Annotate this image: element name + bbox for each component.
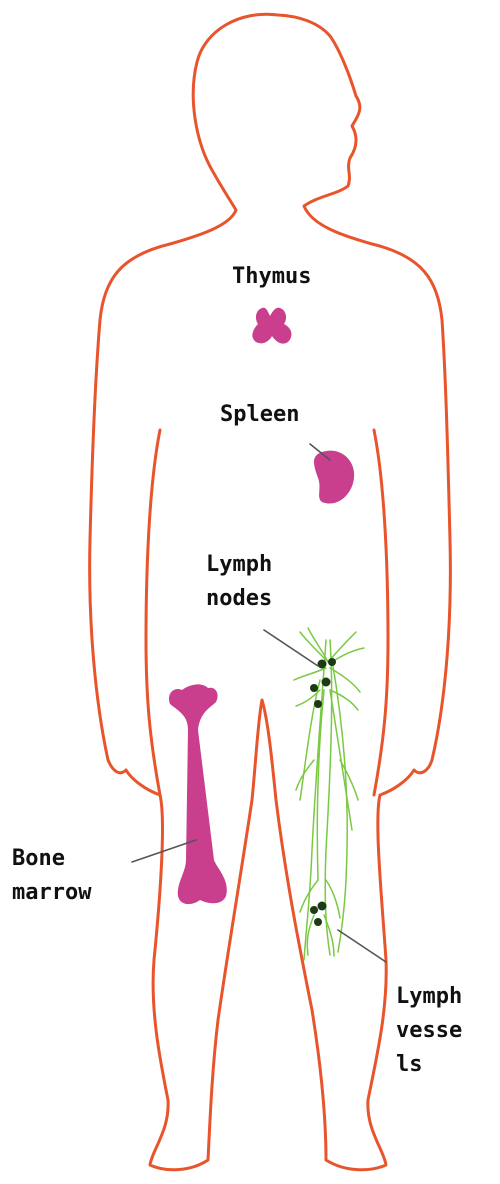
lymph-node [328,658,336,666]
spleen-label: Spleen [220,398,299,432]
thymus-label: Thymus [232,260,311,294]
lymph-node [322,678,331,687]
lymph-node [310,684,318,692]
spleen-label-line: Spleen [220,398,299,432]
bone-marrow-label: Bone marrow [12,842,91,910]
spleen-organ [314,451,354,504]
thymus-organ [252,308,291,344]
lymph-nodes-label: Lymph nodes [206,548,272,616]
lymph-vessels-leader-line [338,930,386,962]
lymph-vessels-network [294,628,364,960]
bone-marrow-femur [169,684,227,904]
lymph-node [318,902,327,911]
lymph-node [314,700,322,708]
left-arm-inner-line [146,430,160,795]
thymus-label-line: Thymus [232,260,311,294]
right-arm-inner-line [374,430,388,795]
lymph-node [318,660,327,669]
lymph-vessels-label-line: vesse [396,1014,462,1048]
bone-marrow-label-line: marrow [12,876,91,910]
lymph-vessels-label-line: ls [396,1048,462,1082]
lymph-nodes-leader-line [264,630,318,666]
lymph-nodes-label-line: Lymph [206,548,272,582]
lymph-vessels-label-line: Lymph [396,980,462,1014]
lymph-node [310,906,318,914]
bone-marrow-label-line: Bone [12,842,91,876]
lymph-node [314,918,322,926]
lymph-nodes-label-line: nodes [206,582,272,616]
lymph-vessels-label: Lymph vesse ls [396,980,462,1082]
